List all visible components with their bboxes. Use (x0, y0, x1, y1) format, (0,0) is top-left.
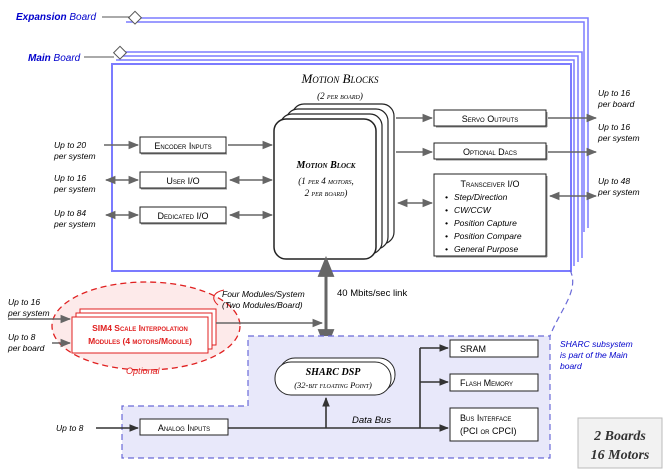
userio-note-1: Up to 16 (54, 173, 86, 183)
sharc-callout-line (549, 269, 574, 337)
main-board-suffix: Board (51, 53, 81, 64)
sim4-callout (213, 289, 225, 306)
user-io-box: User I/O (139, 171, 227, 190)
encoder-note-2: per system (53, 151, 96, 161)
bus-interface-label-2: (PCI or CPCI) (460, 426, 517, 436)
motion-blocks-title: Motion Blocks (300, 71, 379, 86)
motion-block: Motion Block (1 per 4 motors, 2 per boar… (273, 103, 395, 260)
sim4-optional-label: Optional (126, 366, 161, 376)
motion-blocks-subtitle: (2 per board) (317, 91, 363, 101)
bus-interface-label-1: Bus Interface (460, 413, 511, 423)
sim4-modules-note-1: Four Modules/System (222, 289, 305, 299)
summary-motors: 16 Motors (591, 448, 650, 463)
svg-text:Main Board: Main Board (28, 53, 81, 64)
sharc-note-3: board (560, 361, 582, 371)
dedicated-note-2: per system (53, 219, 96, 229)
sim4-input-b-1: Up to 8 (8, 332, 36, 342)
sim4-modules-note-2: (Two Modules/Board) (222, 300, 303, 310)
sharc-dsp-sub: (32-bit floating Point) (294, 380, 372, 390)
input-arrows (104, 113, 598, 220)
transceiver-bullet-1: • (445, 192, 448, 202)
encoder-inputs-label: Encoder Inputs (154, 141, 211, 151)
sharc-note-1: SHARC subsystem (560, 339, 633, 349)
data-bus-label: Data Bus (352, 415, 391, 426)
servo-outputs-label: Servo Outputs (462, 114, 518, 124)
transceiver-bullet-5: • (445, 244, 448, 254)
servo-outputs-box: Servo Outputs (433, 109, 548, 128)
transceiver-note-1: Up to 48 (598, 176, 630, 186)
transceiver-bullet-4: • (445, 231, 448, 241)
sim4-line-1: SIM4 Scale Interpolation (92, 323, 188, 333)
dedicated-io-label: Dedicated I/O (158, 211, 209, 221)
sim4-input-a-1: Up to 16 (8, 297, 40, 307)
sim4-input-a-2: per system (7, 308, 50, 318)
expansion-board: Expansion Board (16, 10, 589, 232)
summary-boards: 2 Boards (593, 429, 646, 444)
servo-note-2: per board (597, 99, 635, 109)
optional-dacs-label: Optional Dacs (463, 147, 517, 157)
sim4-module: SIM4 Scale Interpolation Modules (4 moto… (71, 308, 217, 354)
summary-box: 2 Boards 16 Motors (577, 417, 663, 469)
motion-block-sub-1: (1 per 4 motors, (298, 176, 354, 186)
sram-box: SRAM (449, 339, 539, 358)
dedicated-io-box: Dedicated I/O (139, 206, 227, 225)
dedicated-note-1: Up to 84 (54, 208, 86, 218)
sharc-dsp: SHARC DSP (32-bit floating Point) (274, 357, 396, 396)
motion-block-title: Motion Block (296, 160, 357, 171)
expansion-board-label: Expansion (16, 12, 67, 23)
userio-note-2: per system (53, 184, 96, 194)
flash-memory-box: Flash Memory (449, 373, 539, 392)
transceiver-item-5: General Purpose (454, 244, 519, 254)
bus-interface-box: Bus Interface (PCI or CPCI) (449, 407, 539, 442)
transceiver-item-2: CW/CCW (454, 205, 492, 215)
svg-text:Expansion Board: Expansion Board (16, 12, 96, 23)
sharc-dsp-title: SHARC DSP (306, 367, 362, 378)
sram-label: SRAM (460, 344, 486, 354)
analog-inputs-box: Analog Inputs (139, 418, 229, 436)
sharc-note-2: is part of the Main (560, 350, 628, 360)
transceiver-io-label: Transceiver I/O (460, 179, 519, 189)
sim4-line-2: Modules (4 motors/Module) (88, 336, 192, 346)
sim4-arrows (8, 314, 324, 348)
encoder-note-1: Up to 20 (54, 140, 86, 150)
flash-label: Flash Memory (460, 378, 513, 388)
link-label: 40 Mbits/sec link (337, 288, 407, 299)
expansion-board-suffix: Board (67, 12, 97, 23)
servo-note-1: Up to 16 (598, 88, 630, 98)
analog-inputs-label: Analog Inputs (158, 423, 210, 433)
transceiver-bullet-3: • (445, 218, 448, 228)
sim4-input-b-2: per board (7, 343, 45, 353)
encoder-inputs-box: Encoder Inputs (139, 136, 227, 155)
user-io-label: User I/O (166, 176, 199, 186)
dacs-note-2: per system (597, 133, 640, 143)
transceiver-note-2: per system (597, 187, 640, 197)
transceiver-item-1: Step/Direction (454, 192, 508, 202)
optional-dacs-box: Optional Dacs (433, 142, 548, 161)
transceiver-io-box: Transceiver I/O •Step/Direction •CW/CCW … (433, 173, 548, 258)
transceiver-item-3: Position Capture (454, 218, 517, 228)
transceiver-item-4: Position Compare (454, 231, 522, 241)
data-bus (96, 344, 449, 432)
motion-block-sub-2: 2 per board) (305, 188, 348, 198)
main-board-label: Main (28, 53, 51, 64)
transceiver-bullet-2: • (445, 205, 448, 215)
analog-note: Up to 8 (56, 423, 84, 433)
dacs-note-1: Up to 16 (598, 122, 630, 132)
